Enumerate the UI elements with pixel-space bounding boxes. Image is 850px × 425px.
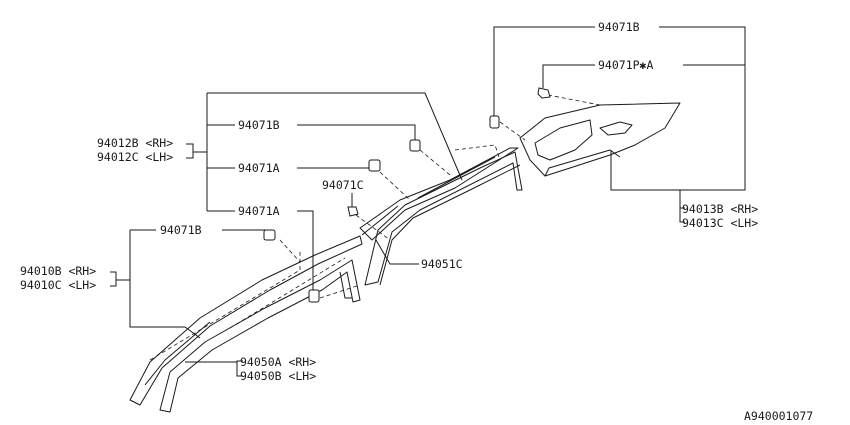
parts: [129, 94, 681, 413]
label-94071C: 94071C: [322, 178, 364, 192]
upper-weatherstrip: [359, 147, 519, 241]
clips: [263, 87, 551, 303]
label-94071A-mid: 94071A: [238, 161, 280, 175]
label-94051C: 94051C: [421, 257, 463, 271]
label-94050B: 94050B <LH>: [240, 369, 316, 383]
clip-94071B-mid: [409, 139, 421, 152]
label-94013C: 94013C <LH>: [682, 216, 758, 230]
leader-lines: [116, 26, 746, 363]
label-94071B-mid: 94071B: [238, 118, 280, 132]
clip-94071B-low: [263, 229, 276, 241]
label-94071P-A: 94071P✱A: [598, 58, 653, 72]
label-94012B: 94012B <RH>: [97, 136, 173, 150]
quarter-garnish: [519, 102, 681, 177]
clip-94071B-top: [489, 115, 500, 129]
label-94010C: 94010C <LH>: [20, 278, 96, 292]
label-94071A-low: 94071A: [238, 204, 280, 218]
front-moulding: [159, 259, 361, 413]
clip-94071P: [537, 87, 551, 99]
label-94050A: 94050A <RH>: [240, 355, 316, 369]
label-94012C: 94012C <LH>: [97, 150, 173, 164]
clip-94071A-low: [308, 289, 320, 303]
lower-weatherstrip: [129, 235, 363, 406]
label-94071B-top: 94071B: [598, 20, 640, 34]
label-94013B: 94013B <RH>: [682, 202, 758, 216]
clip-94071C: [347, 206, 359, 217]
labels: 94071B 94071P✱A 94071B 94012B <RH> 94012…: [20, 20, 813, 423]
label-94071B-low: 94071B: [160, 223, 202, 237]
pillar-moulding: [364, 151, 523, 286]
label-brackets: [110, 143, 685, 377]
clip-94071A-mid: [368, 159, 381, 172]
label-94010B: 94010B <RH>: [20, 264, 96, 278]
diagram-id: A940001077: [744, 409, 813, 423]
